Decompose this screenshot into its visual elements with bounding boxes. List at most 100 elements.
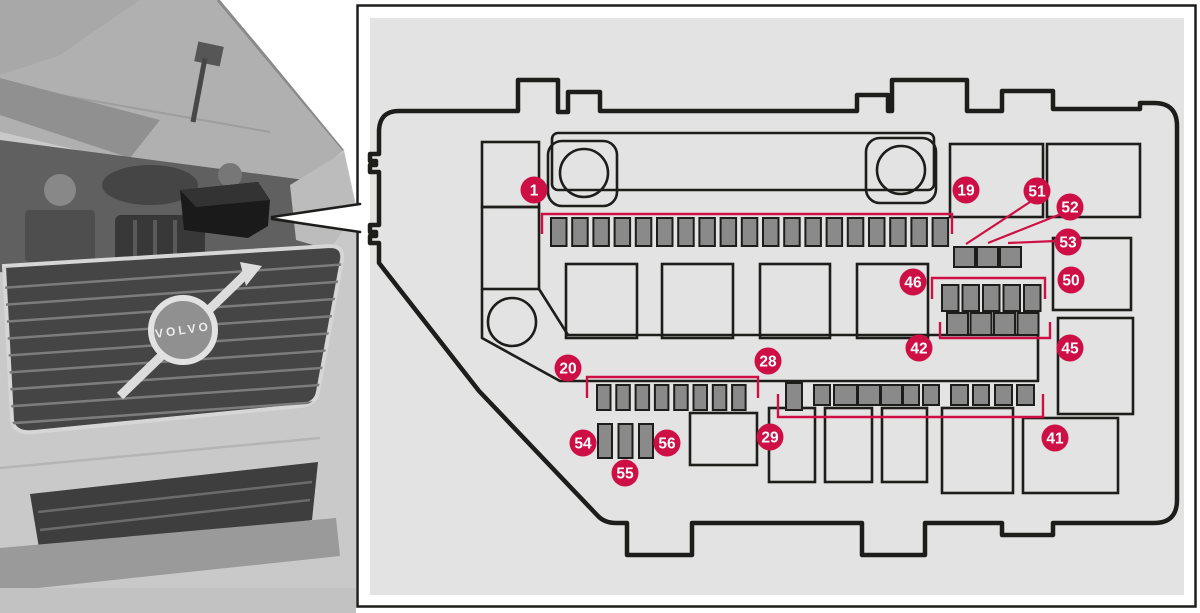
fuse bbox=[922, 384, 940, 406]
fuse bbox=[677, 217, 695, 247]
badge-circle bbox=[756, 423, 784, 451]
badge-circle bbox=[554, 354, 582, 382]
fuse bbox=[994, 384, 1013, 406]
background-gap bbox=[221, 0, 356, 205]
badge-53: 53 bbox=[1054, 228, 1082, 256]
badge-19: 19 bbox=[952, 176, 980, 204]
callout-lines bbox=[965, 201, 1062, 245]
fuse bbox=[740, 217, 759, 247]
badge-number: 1 bbox=[530, 183, 539, 200]
badge-55: 55 bbox=[611, 459, 639, 487]
fuse-box-outline bbox=[367, 77, 1180, 558]
badge-29: 29 bbox=[756, 423, 784, 451]
fuse bbox=[783, 217, 801, 247]
badge-number: 54 bbox=[574, 436, 592, 453]
strut-cap bbox=[44, 174, 76, 206]
right-cap-housing bbox=[864, 136, 938, 205]
badge-circle bbox=[754, 347, 782, 375]
fuse bbox=[889, 217, 907, 247]
top-assembly-bar bbox=[550, 131, 936, 192]
bracket-group-46 bbox=[930, 276, 1047, 299]
fuse bbox=[880, 384, 903, 406]
intake-slat bbox=[39, 498, 311, 532]
fuse bbox=[656, 217, 674, 247]
fuse bbox=[592, 217, 610, 247]
air-intake bbox=[102, 165, 198, 205]
bracket-group-42 bbox=[938, 322, 1052, 340]
right-cap-circle bbox=[875, 144, 927, 196]
fuse bbox=[571, 217, 589, 247]
fuse bbox=[846, 217, 865, 247]
callout-wedge bbox=[272, 204, 360, 232]
relay-box-45 bbox=[1056, 316, 1135, 416]
fuse bbox=[813, 384, 831, 406]
fuse bbox=[550, 217, 568, 247]
badge-circle bbox=[1056, 193, 1084, 221]
badge-56: 56 bbox=[653, 429, 681, 457]
filler-cap bbox=[218, 163, 242, 187]
callout-wedge-lines bbox=[270, 202, 362, 234]
fuse bbox=[902, 384, 920, 406]
badge-circle bbox=[1041, 424, 1069, 452]
badge-circle bbox=[1057, 266, 1085, 294]
fuse bbox=[950, 384, 969, 406]
fuse bbox=[931, 217, 950, 247]
badge-circle bbox=[569, 429, 597, 457]
relay-box bbox=[940, 406, 1015, 495]
fuse bbox=[638, 423, 654, 459]
badge-41: 41 bbox=[1041, 424, 1069, 452]
fuse bbox=[953, 246, 976, 268]
badge-circle bbox=[1023, 177, 1051, 205]
badge-number: 50 bbox=[1062, 273, 1079, 290]
badge-54: 54 bbox=[569, 429, 597, 457]
left-compartment-bottom bbox=[480, 205, 541, 291]
callout-line-53 bbox=[1007, 239, 1057, 245]
fuse bbox=[673, 384, 689, 411]
badge-number: 56 bbox=[658, 436, 676, 453]
fuse bbox=[825, 217, 844, 247]
callout-line-51 bbox=[965, 201, 1031, 245]
fuse bbox=[597, 423, 613, 459]
fuse bbox=[762, 217, 780, 247]
badge-42: 42 bbox=[905, 334, 933, 362]
relay-box bbox=[1045, 142, 1142, 219]
badge-number: 29 bbox=[761, 430, 779, 447]
badge-number: 53 bbox=[1059, 235, 1077, 252]
hood-hinge bbox=[194, 41, 224, 67]
fuse-group-46 bbox=[941, 284, 1042, 312]
badge-circle bbox=[1054, 228, 1082, 256]
fuse bbox=[969, 312, 993, 336]
left-cap-housing bbox=[546, 139, 619, 208]
hood-edge bbox=[216, 0, 346, 151]
intake-slat bbox=[37, 480, 313, 514]
fuse-row-29-first bbox=[785, 382, 803, 411]
badge-number: 20 bbox=[559, 361, 576, 378]
relay-box bbox=[660, 262, 735, 340]
fuse bbox=[982, 284, 1001, 312]
badge-number: 55 bbox=[616, 466, 634, 483]
fuse bbox=[833, 384, 858, 406]
fuse bbox=[615, 384, 631, 411]
step-shelf bbox=[480, 288, 1040, 383]
fuse bbox=[617, 423, 634, 459]
badge-number: 28 bbox=[759, 354, 777, 371]
lower-intake bbox=[30, 462, 318, 554]
relay-box bbox=[758, 262, 832, 340]
fuse bbox=[941, 284, 960, 312]
diagram-background bbox=[370, 18, 1184, 595]
fuse bbox=[653, 384, 670, 411]
badge-52: 52 bbox=[1056, 193, 1084, 221]
badge-50: 50 bbox=[1057, 266, 1085, 294]
fuse-box-cover-top bbox=[180, 182, 270, 207]
bracket-row-1-19 bbox=[540, 212, 954, 234]
fuse bbox=[993, 312, 1016, 336]
fuse-rows bbox=[550, 217, 1042, 459]
volvo-emblem-ring bbox=[148, 295, 218, 365]
fuse bbox=[731, 384, 747, 411]
cowl-panel bbox=[0, 78, 160, 158]
fuse bbox=[1023, 284, 1042, 312]
fuse bbox=[910, 217, 928, 247]
fuse bbox=[711, 384, 728, 411]
fuse bbox=[1002, 284, 1021, 312]
